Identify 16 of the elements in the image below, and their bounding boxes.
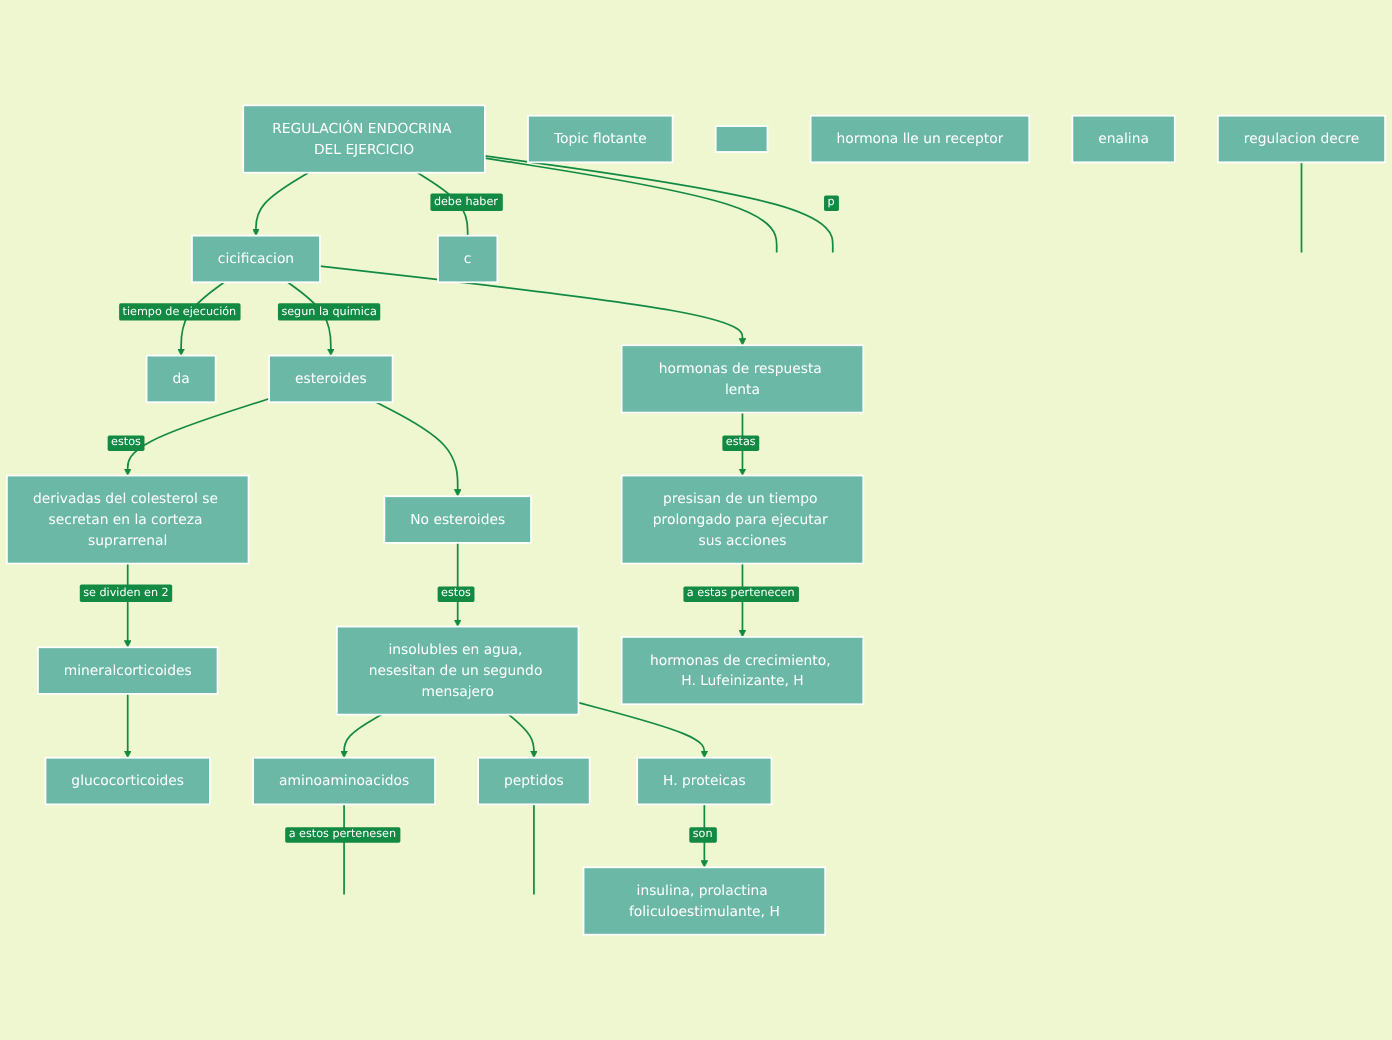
connector-line: [484, 157, 778, 254]
arrow: [319, 265, 747, 346]
arrow: [375, 401, 462, 497]
arrow: [700, 803, 709, 868]
arrow: [508, 713, 538, 759]
arrow: [252, 171, 310, 236]
connector-line: [533, 803, 535, 896]
arrow: [738, 411, 747, 476]
arrow: [340, 713, 383, 759]
topic-box: [714, 125, 769, 153]
connector-line: [1300, 161, 1303, 254]
arrow: [123, 397, 270, 476]
arrow: [453, 542, 462, 627]
connector-line: [484, 154, 834, 254]
arrow: [577, 701, 709, 759]
arrow: [123, 693, 132, 759]
